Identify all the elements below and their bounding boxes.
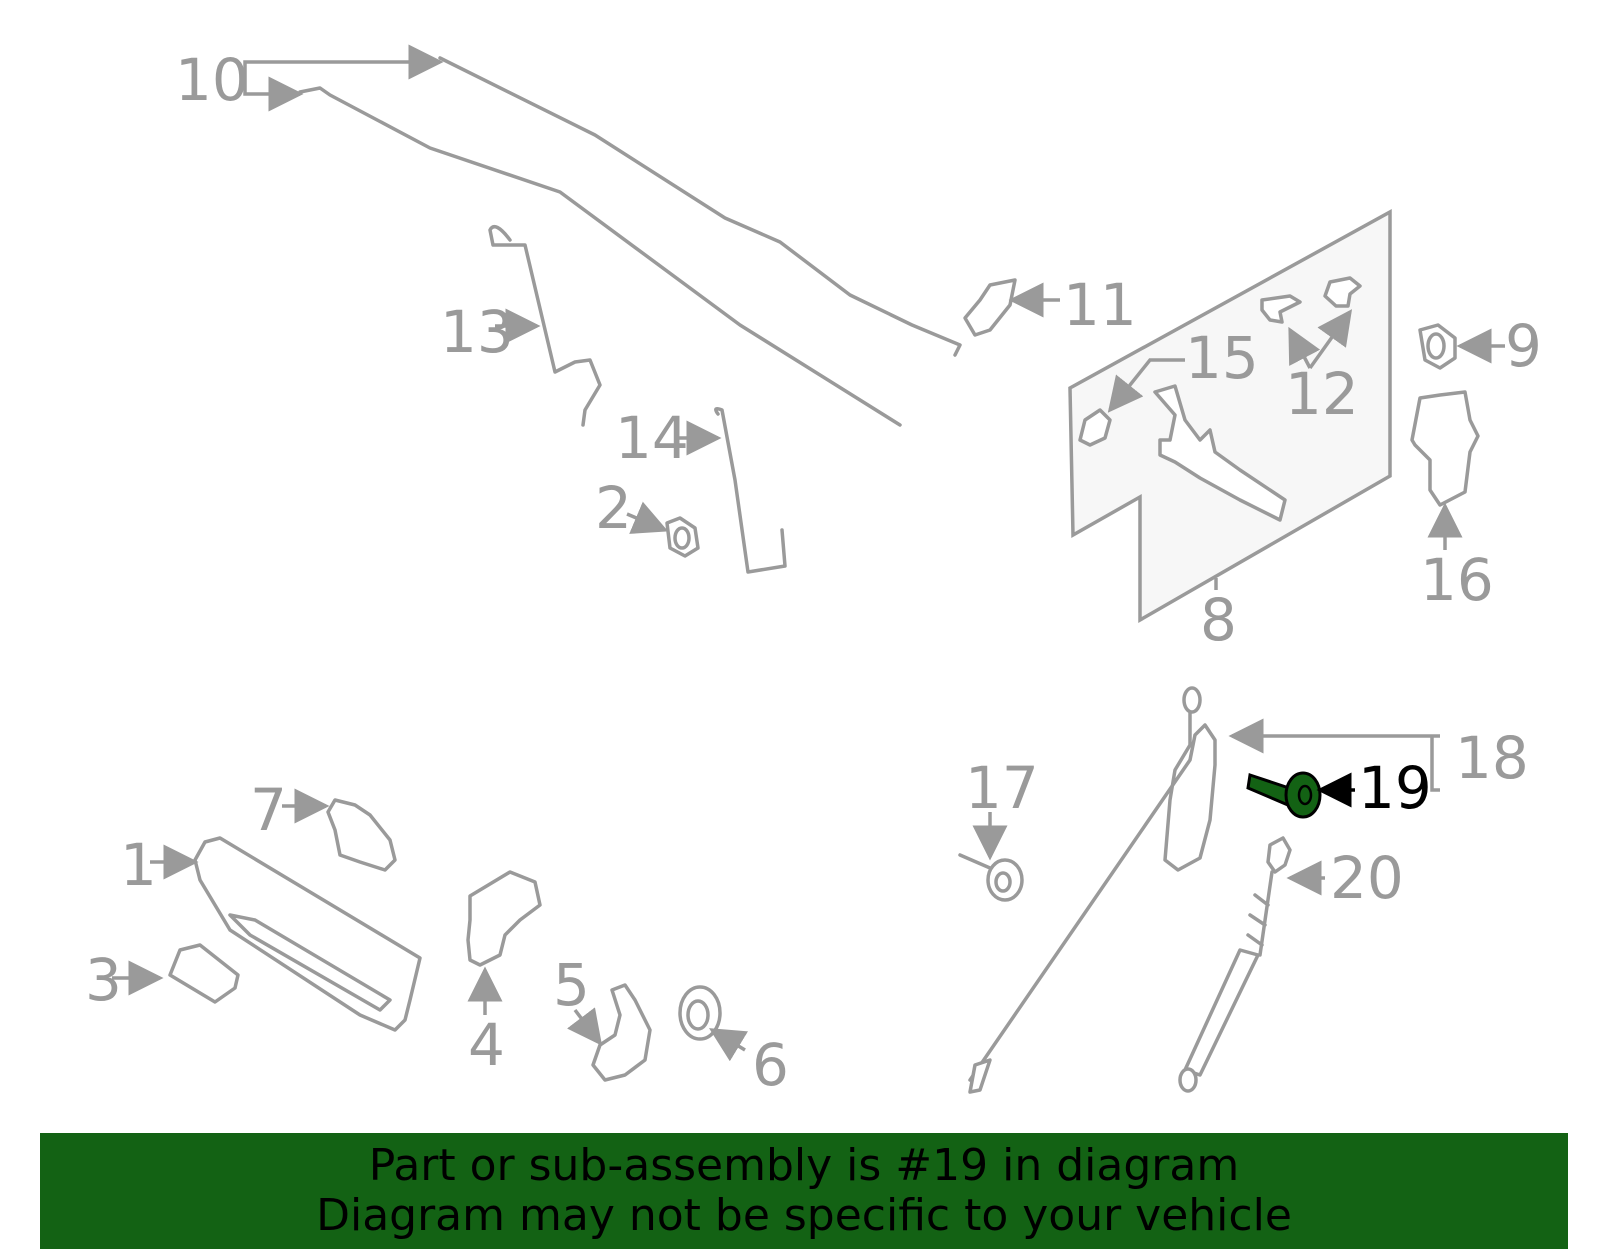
callout-10: 10	[175, 46, 249, 114]
callout-4: 4	[468, 1011, 505, 1079]
info-banner: Part or sub-assembly is #19 in diagram D…	[40, 1133, 1568, 1249]
callout-3: 3	[85, 946, 122, 1014]
part-5-cylinder	[567, 983, 652, 1082]
callout-16: 16	[1420, 546, 1494, 614]
part-6-grommet	[678, 985, 749, 1062]
part-10-rods	[243, 44, 962, 427]
callout-15: 15	[1185, 324, 1259, 392]
part-1-handle	[150, 836, 422, 1032]
part-13-prop-rod	[488, 224, 602, 427]
callout-9: 9	[1505, 312, 1542, 380]
callout-12: 12	[1285, 360, 1359, 428]
part-19-pin	[1246, 771, 1355, 819]
part-9-nut	[1418, 323, 1505, 370]
banner-line-2: Diagram may not be specific to your vehi…	[316, 1190, 1292, 1241]
part-14-hook	[675, 406, 787, 574]
parts-diagram: 10 11 13 15 9 12 14 2 16 8 18 19 17 7 1 …	[85, 44, 1542, 1099]
callout-19: 19	[1358, 754, 1432, 822]
part-3-pad	[112, 943, 240, 1004]
callout-11: 11	[1063, 271, 1137, 339]
callout-13: 13	[440, 298, 514, 366]
part-11-clip	[963, 278, 1060, 337]
callout-5: 5	[553, 951, 590, 1019]
part-8-panel	[1068, 209, 1392, 624]
part-4-actuator	[466, 870, 542, 1015]
callout-14: 14	[615, 404, 689, 472]
part-16-latch	[1410, 390, 1480, 550]
callout-6: 6	[752, 1031, 789, 1099]
callout-7: 7	[250, 776, 287, 844]
callout-20: 20	[1330, 844, 1404, 912]
part-20-strut	[1178, 836, 1325, 1093]
callout-8: 8	[1200, 586, 1237, 654]
part-2-nut	[626, 501, 700, 558]
callout-1: 1	[120, 831, 157, 899]
callout-18: 18	[1455, 724, 1529, 792]
callout-17: 17	[965, 754, 1039, 822]
part-18-cable	[968, 686, 1440, 1094]
part-17-bolt	[958, 812, 1024, 902]
banner-line-1: Part or sub-assembly is #19 in diagram	[368, 1140, 1240, 1191]
callout-2: 2	[595, 474, 632, 542]
part-7-switch	[282, 788, 397, 872]
